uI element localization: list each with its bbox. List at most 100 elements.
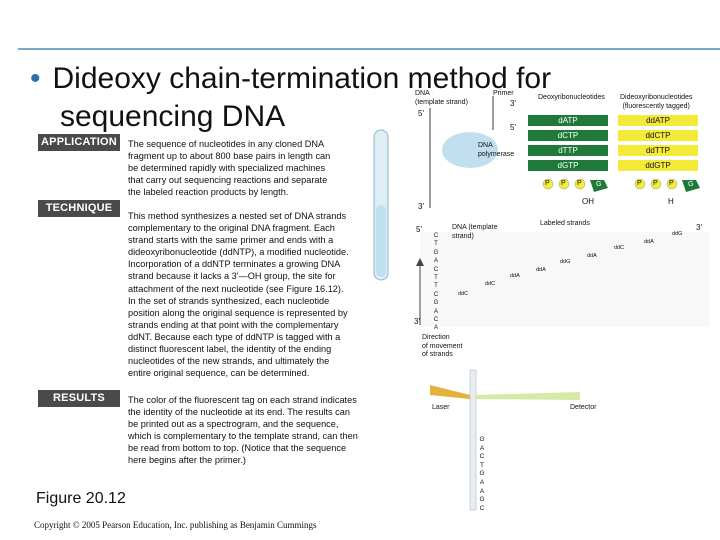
text-line: which is complementary to the template s… <box>128 431 358 442</box>
capillary-tube <box>469 369 477 511</box>
phosphate-letter: P <box>577 180 582 187</box>
text-line: attachment of the next nucleotide (see F… <box>128 283 344 294</box>
title-divider <box>18 48 720 50</box>
title-line-2: sequencing DNA <box>60 100 286 133</box>
ddgtp-box: ddGTP <box>618 160 698 171</box>
text-line: distinct fluorescent label, the identity… <box>128 344 332 355</box>
base-letter: C <box>433 317 439 324</box>
phosphate-circle <box>542 178 554 190</box>
text-line: position along the original sequence is … <box>128 307 348 318</box>
text-line: be printed out as a spectrogram, and the… <box>128 419 339 430</box>
text-line: This method synthesizes a nested set of … <box>128 211 347 221</box>
text-line: the identity of the nucleotide at its en… <box>128 407 350 418</box>
ddctp-box: ddCTP <box>618 130 698 141</box>
text-line: The color of the fluorescent tag on each… <box>128 395 357 405</box>
strand-terminator: ddC <box>458 291 469 297</box>
five-prime-primer: 5' <box>510 123 516 132</box>
text-line: that carry out sequencing reactions and … <box>128 175 328 186</box>
primer-label: Primer <box>493 90 514 97</box>
slide-title: • Dideoxy chain-termination method for se… <box>30 60 551 136</box>
h-label: H <box>668 197 674 206</box>
text-line: Incorporation of a ddNTP terminates a gr… <box>128 259 341 270</box>
technique-text: This method synthesizes a nested set of … <box>128 210 349 379</box>
dideoxy-heading: Dideoxyribonucleotides (fluorescently ta… <box>620 94 693 110</box>
phosphate-circle <box>634 178 646 190</box>
base-letter: G <box>479 470 485 478</box>
direction-label: Direction of movement of strands <box>422 334 463 358</box>
base-letter: G <box>479 436 485 443</box>
text-line: entire original sequence, can be determi… <box>128 368 310 379</box>
base-letter: G <box>433 300 439 307</box>
text-line: In the set of strands synthesized, each … <box>128 295 330 306</box>
base-letter: A <box>479 487 485 495</box>
phosphate-circle <box>666 178 678 190</box>
text-line: fragment up to about 800 base pairs in l… <box>128 151 331 162</box>
phosphate-circle <box>574 178 586 190</box>
dctp-box: dCTP <box>528 130 608 141</box>
text-line: ddNT. Because each type of ddNTP is tagg… <box>128 331 341 342</box>
application-text: The sequence of nucleotides in any clone… <box>128 138 330 198</box>
strand-terminator: ddA <box>644 239 654 245</box>
labeled-strands-label: Labeled strands <box>540 220 590 227</box>
base-letter: G <box>433 249 439 256</box>
results-text: The color of the fluorescent tag on each… <box>128 394 358 467</box>
deoxy-heading: Deoxyribonucleotides <box>538 94 605 101</box>
text-line: the labeled reaction products by length. <box>128 187 289 198</box>
base-letter: A <box>479 478 485 486</box>
phosphate-letter: P <box>637 180 642 187</box>
strand-terminator: ddA <box>587 253 597 259</box>
results-label: RESULTS <box>38 390 120 407</box>
technique-label: TECHNIQUE <box>38 200 120 217</box>
template-sequence: C T G A C T T C G A C A <box>432 232 440 333</box>
base-letter: A <box>433 308 438 315</box>
laser-label: Laser <box>432 404 450 411</box>
datp-box: dATP <box>528 115 608 126</box>
text-line: dideoxyribonucleotide (ddNTP), a modifie… <box>128 247 349 258</box>
base-letter: C <box>433 291 439 298</box>
sugar-shape <box>682 180 700 192</box>
ddttp-box: ddTTP <box>618 145 698 156</box>
strand-terminator: ddA <box>536 267 546 273</box>
phosphate-circle <box>650 178 662 190</box>
ddatp-box: ddATP <box>618 115 698 126</box>
text-line: here begins after the primer.) <box>128 455 246 466</box>
three-prime-bottom: 3' <box>418 202 424 211</box>
dna-polymerase-shape <box>442 132 498 168</box>
base-letter: T <box>434 275 438 282</box>
polymerase-label: DNA polymerase <box>478 142 515 158</box>
laser-beam <box>430 385 470 399</box>
phosphate-letter: P <box>545 180 550 187</box>
read-sequence: G A C T G A A G C <box>478 436 486 513</box>
base-letter: T <box>434 283 438 290</box>
title-line-1: Dideoxy chain-termination method for <box>52 62 552 95</box>
dna-template-label-2: DNA (template strand) <box>452 224 498 240</box>
application-label: APPLICATION <box>38 134 120 151</box>
title-bullet: • <box>30 62 41 95</box>
phosphate-letter: P <box>653 180 658 187</box>
text-line: nucleotides of the new strands, and ulti… <box>128 356 330 367</box>
oh-label: OH <box>582 197 594 206</box>
base-letter: A <box>479 444 485 452</box>
text-line: strand because it lacks a 3'—OH group, t… <box>128 271 336 282</box>
test-tube-liquid <box>376 205 386 277</box>
text-line: complementary to the original DNA fragme… <box>128 223 335 234</box>
strand-terminator: ddG <box>560 259 571 265</box>
direction-arrowhead <box>416 258 424 266</box>
base-letter: C <box>433 266 439 273</box>
figure-label: Figure 20.12 <box>36 490 126 507</box>
text-line: be determined rapidly with specialized m… <box>128 163 326 174</box>
dna-template-label: DNA (template strand) <box>415 90 468 106</box>
base-letter: G <box>479 496 485 504</box>
strand-terminator: ddG <box>672 231 683 237</box>
five-prime-top: 5' <box>418 109 424 118</box>
base-letter: T <box>480 461 484 469</box>
base-letter-g: G <box>688 181 694 188</box>
dgtp-box: dGTP <box>528 160 608 171</box>
five-prime-lower: 5' <box>416 225 422 234</box>
text-line: be read from bottom to top. (Notice that… <box>128 443 347 454</box>
three-prime-lower: 3' <box>696 223 702 232</box>
phosphate-letter: P <box>669 180 674 187</box>
three-prime-lower-left: 3' <box>414 317 420 326</box>
sugar-shape <box>590 180 608 192</box>
